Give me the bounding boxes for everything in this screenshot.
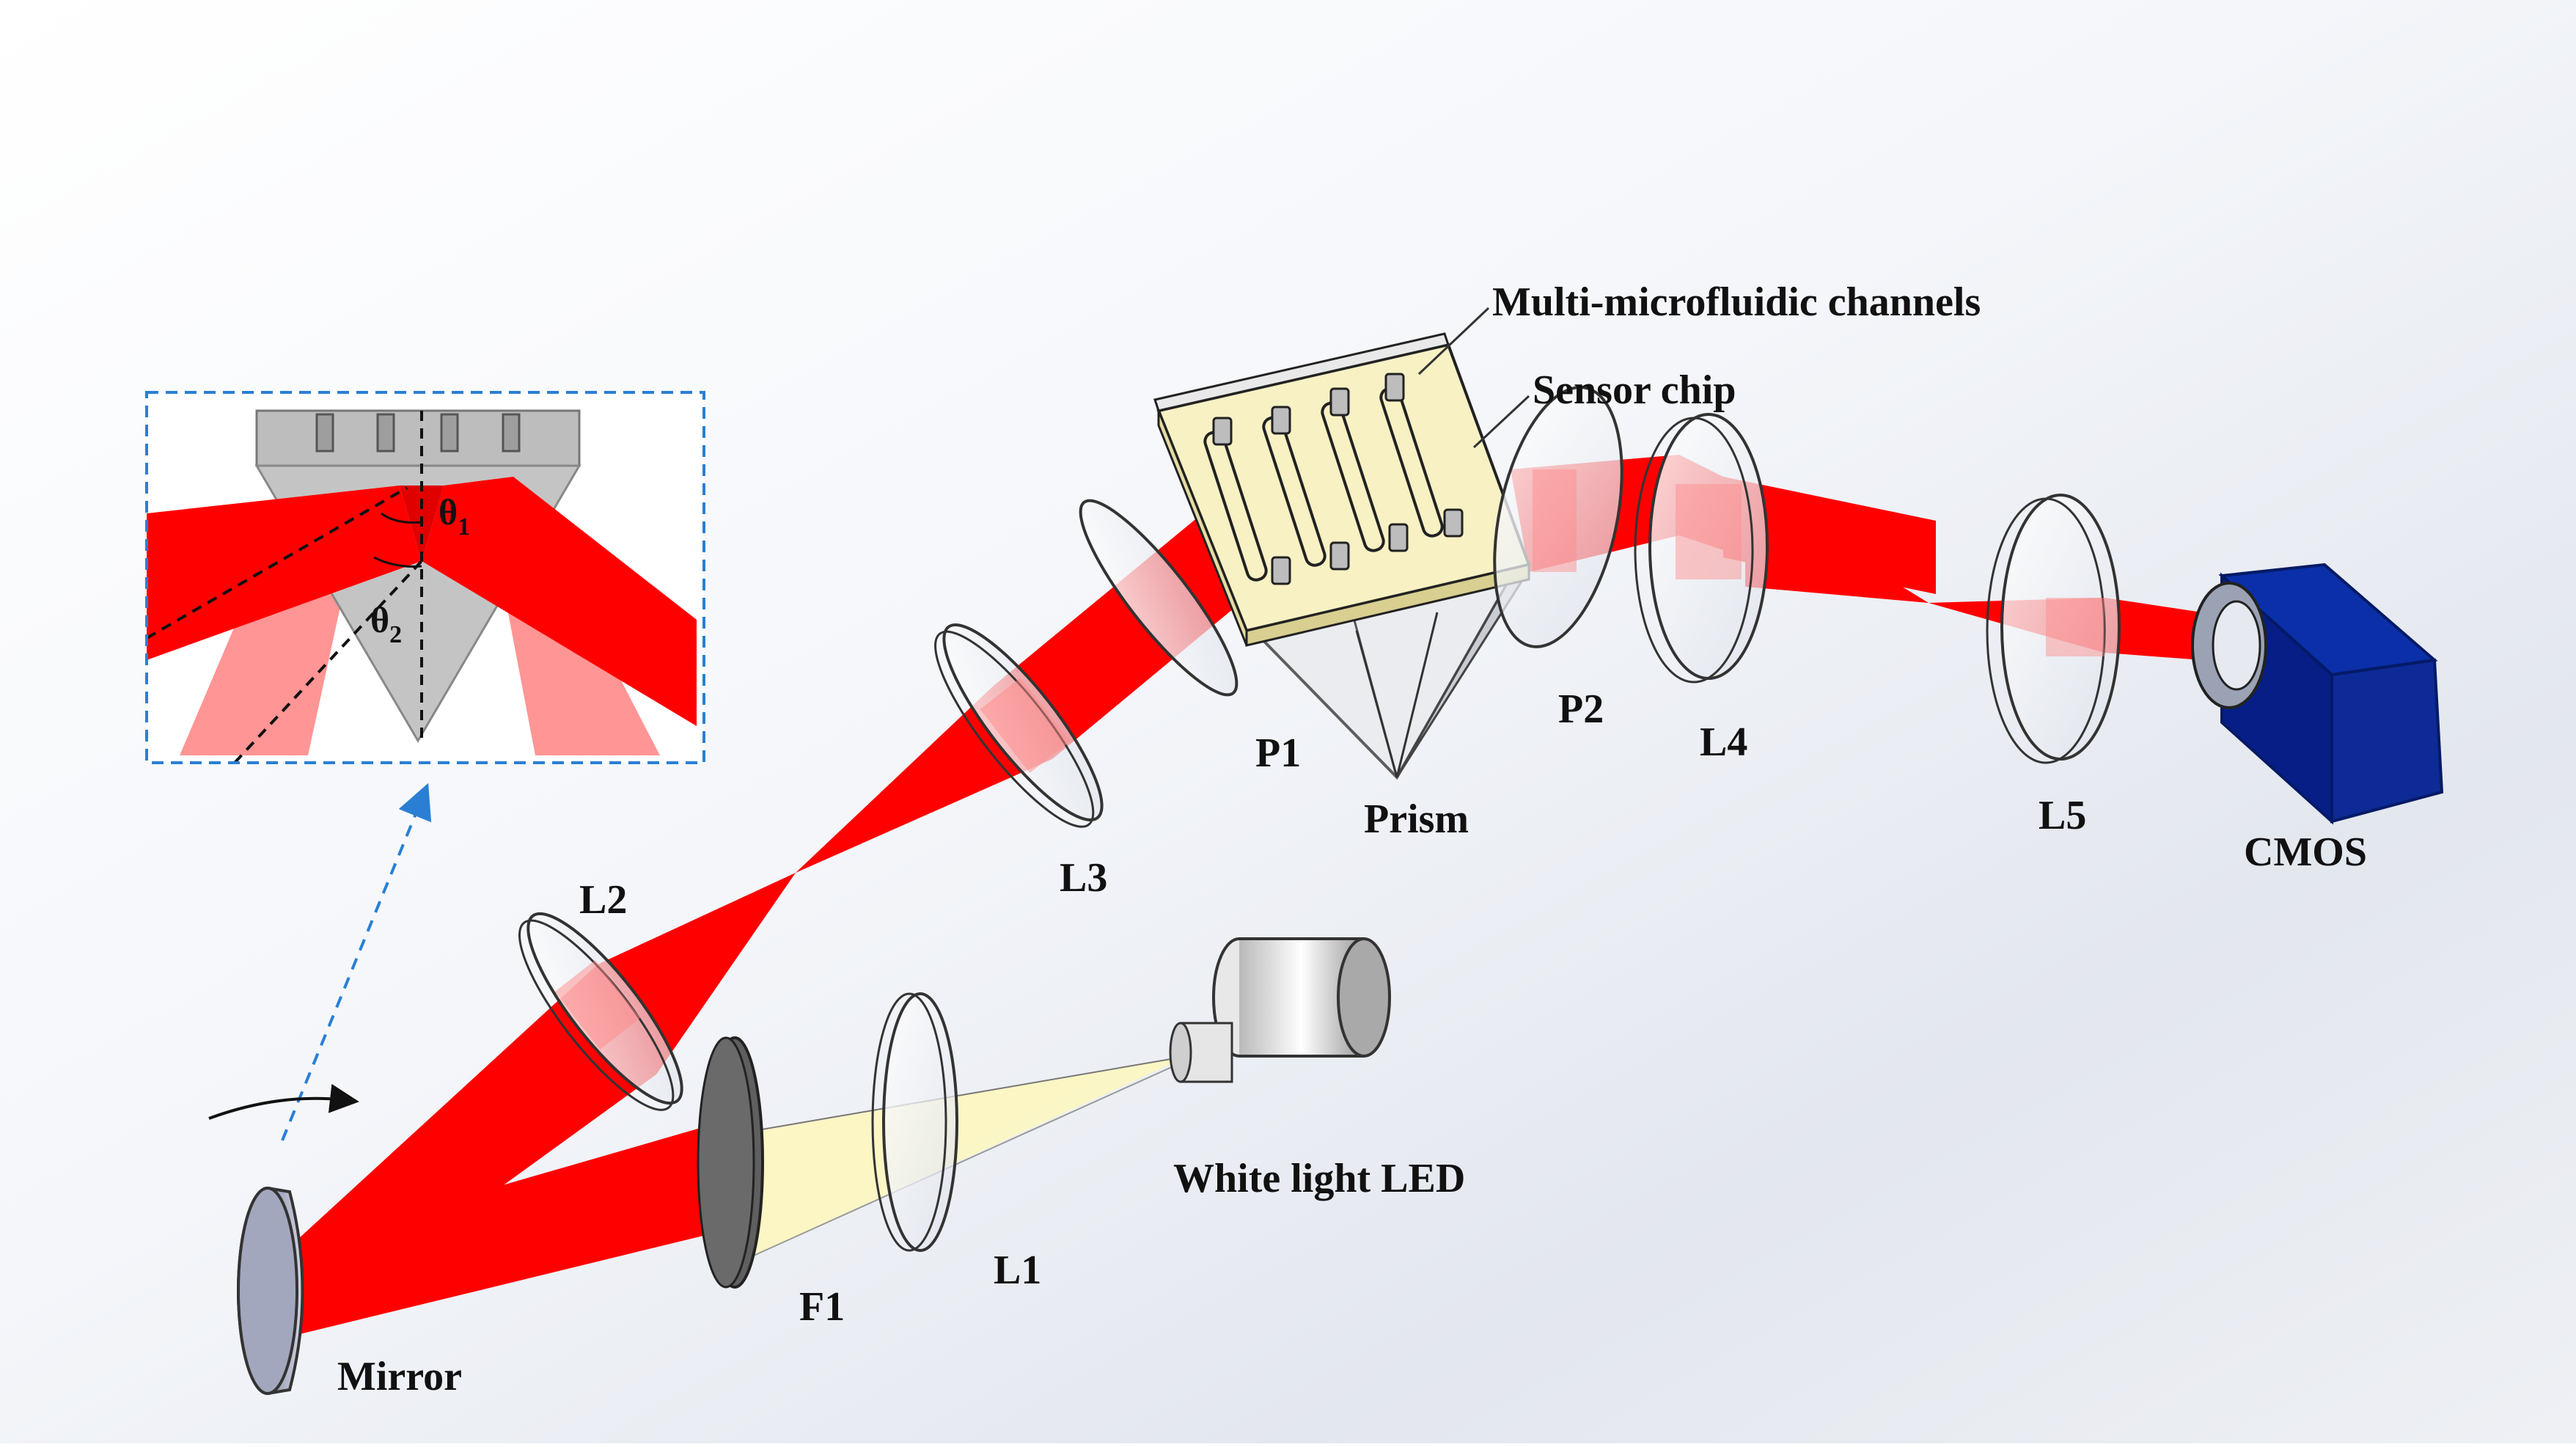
mirror-rotation-arrow — [208, 1083, 359, 1120]
inset-channel-pins — [315, 413, 521, 453]
polarizer-p2[interactable] — [1473, 376, 1643, 658]
white-light-cone — [741, 1056, 1188, 1261]
inset-incident-beam — [147, 486, 422, 660]
beam-f1-to-mirror — [290, 1118, 733, 1335]
leader-multi-microfluidic-channels — [1417, 307, 1490, 376]
leader-sensor-chip — [1472, 395, 1530, 449]
microfluidic-channels — [1203, 387, 1444, 582]
theta2-arc — [373, 556, 422, 568]
inset-dashed-ray-2 — [233, 560, 423, 763]
beam-p2-to-l4 — [1723, 477, 1936, 594]
beam-l4-to-focus — [1723, 477, 1929, 603]
label-mirror: Mirror — [337, 1354, 462, 1399]
sensor-chip[interactable] — [1153, 332, 1531, 647]
inset-faded-beam-left — [180, 557, 345, 755]
label-l4: L4 — [1700, 719, 1747, 765]
beam-l3-to-p1 — [994, 513, 1247, 759]
label-sensor-chip: Sensor chip — [1533, 367, 1736, 413]
theta1-label: θ1 — [438, 491, 470, 541]
label-multi-microfluidic-channels: Multi-microfluidic channels — [1492, 279, 1981, 325]
label-cmos: CMOS — [2244, 829, 2367, 875]
filter-f1[interactable] — [697, 1036, 764, 1289]
label-p2: P2 — [1558, 686, 1604, 732]
label-l3: L3 — [1060, 855, 1107, 901]
lens-l1[interactable] — [871, 992, 958, 1252]
incidence-angle-inset: θ1 θ2 — [145, 391, 705, 764]
theta1-arc — [381, 512, 422, 524]
inset-frame — [145, 391, 705, 764]
polarizer-p1[interactable] — [1061, 484, 1256, 711]
label-l5: L5 — [2039, 793, 2086, 838]
white-light-led — [1169, 937, 1391, 1083]
inset-dashed-ray-1 — [147, 486, 408, 640]
label-l1: L1 — [994, 1248, 1041, 1293]
beam-mirror-to-l2 — [290, 964, 656, 1335]
label-f1: F1 — [799, 1284, 845, 1330]
cmos-camera[interactable] — [2191, 563, 2444, 825]
mirror[interactable] — [237, 1187, 304, 1395]
label-p1: P1 — [1255, 730, 1301, 776]
label-prism: Prism — [1364, 796, 1469, 842]
label-white-light-led: White light LED — [1173, 1156, 1465, 1201]
theta2-label: θ2 — [370, 599, 402, 648]
inset-sensor-chip — [255, 409, 581, 467]
lens-l4[interactable] — [1634, 413, 1769, 684]
channel-ports — [1212, 373, 1464, 585]
inset-reflected-beam — [422, 477, 697, 726]
label-l2: L2 — [579, 877, 627, 923]
lens-l5[interactable] — [1986, 494, 2121, 764]
